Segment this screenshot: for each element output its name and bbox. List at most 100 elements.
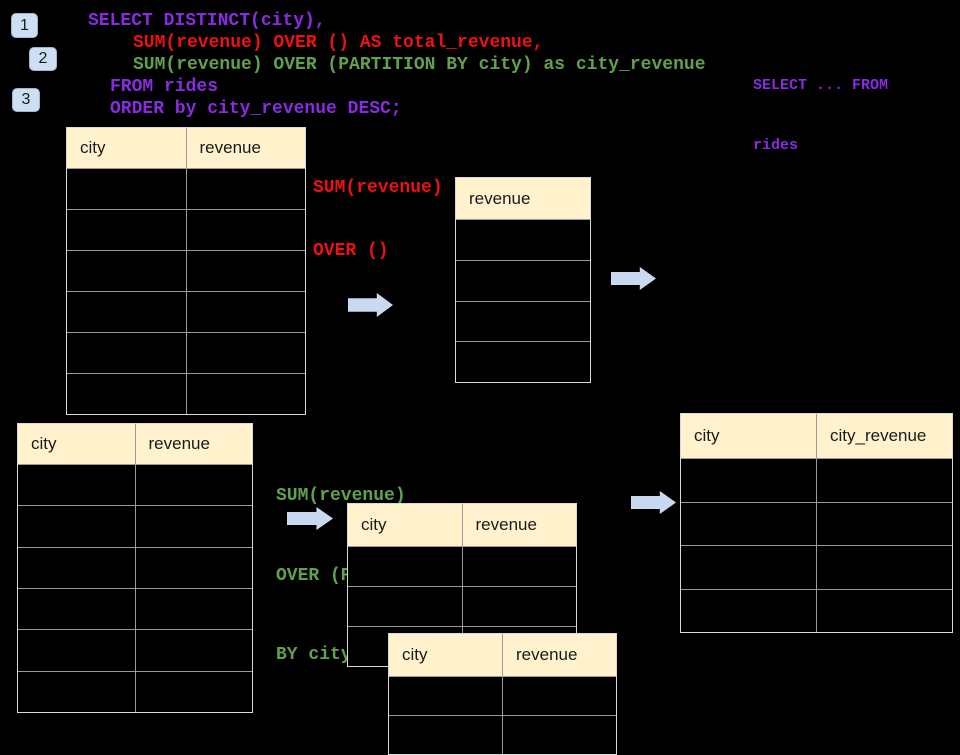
- column-header-city: city: [361, 515, 387, 534]
- step-badge-1: 1: [11, 13, 38, 38]
- table-cell: [389, 677, 502, 715]
- table-cell: [456, 261, 590, 301]
- table-header-row: city city_revenue: [681, 414, 952, 458]
- table-cell: [461, 547, 577, 586]
- table-row: [67, 332, 305, 373]
- table-cell: [681, 503, 816, 546]
- table-cell: [456, 220, 590, 260]
- table-cell: [67, 292, 186, 332]
- total-revenue-annotation-line2: OVER (): [313, 241, 389, 261]
- table-cell: [185, 251, 306, 291]
- table-cell: [134, 671, 253, 712]
- table-cell: [67, 251, 186, 291]
- table-cell: [456, 342, 590, 382]
- table-row: [681, 458, 952, 502]
- table-header-row: city revenue: [67, 128, 305, 168]
- table-header-row: revenue: [456, 178, 590, 219]
- column-header-city-revenue: city_revenue: [816, 414, 952, 458]
- table-cell: [18, 589, 135, 629]
- table-cell: [816, 589, 952, 632]
- table-row: [18, 629, 253, 671]
- table-row: [18, 587, 253, 630]
- sql-line-order-by: ORDER by city_revenue DESC;: [110, 99, 402, 119]
- table-header-row: city revenue: [18, 424, 252, 464]
- table-cell: [134, 547, 253, 588]
- table-row: [389, 676, 616, 715]
- table-cell: [18, 465, 135, 505]
- table-cell: [18, 506, 135, 546]
- table-cell: [67, 374, 186, 414]
- table-cell: [185, 210, 306, 250]
- table-row: [18, 670, 253, 712]
- from-rides-note-line1: SELECT ... FROM: [753, 77, 889, 94]
- table-row: [681, 588, 952, 633]
- arrow-right-icon: [348, 293, 393, 317]
- table-cell: [502, 677, 616, 715]
- from-rides-note: SELECT ... FROM rides: [753, 36, 888, 176]
- step-badge-3: 3: [12, 88, 40, 112]
- table-rides-top: city revenue: [66, 127, 306, 415]
- arrow-right-icon: [287, 507, 333, 530]
- column-header-city: city: [80, 138, 106, 157]
- table-cell: [185, 292, 306, 332]
- table-cell: [816, 502, 952, 545]
- total-revenue-annotation-line1: SUM(revenue): [313, 178, 443, 198]
- column-header-revenue: revenue: [461, 504, 577, 546]
- arrow-right-icon: [611, 267, 656, 290]
- arrow-right-icon: [631, 491, 676, 514]
- table-result: city city_revenue: [680, 413, 953, 633]
- table-cell: [185, 169, 306, 209]
- table-cell: [134, 465, 253, 506]
- table-row: [456, 219, 590, 260]
- table-row: [456, 259, 590, 301]
- table-total-revenue: revenue: [455, 177, 591, 383]
- table-row: [67, 209, 305, 250]
- table-cell: [18, 672, 135, 712]
- table-cell: [18, 630, 135, 670]
- table-cell: [134, 630, 253, 671]
- column-header-city: city: [402, 645, 428, 664]
- table-cell: [502, 716, 616, 754]
- table-cell: [816, 546, 952, 589]
- table-cell: [389, 716, 502, 754]
- column-header-revenue: revenue: [469, 188, 531, 208]
- table-cell: [185, 374, 306, 414]
- column-header-revenue: revenue: [134, 424, 253, 464]
- table-cell: [456, 302, 590, 342]
- table-cell: [134, 588, 253, 630]
- table-cell: [461, 587, 577, 626]
- table-rides-bottom: city revenue: [17, 423, 253, 713]
- partition-annotation-line1: SUM(revenue): [276, 486, 406, 506]
- table-cell: [816, 459, 952, 502]
- sql-line-total-revenue: SUM(revenue) OVER () AS total_revenue,: [133, 33, 544, 53]
- table-row: [18, 505, 253, 547]
- table-cell: [681, 546, 816, 589]
- column-header-revenue: revenue: [185, 128, 306, 168]
- sql-line-from: FROM rides: [110, 77, 219, 97]
- table-cell: [67, 169, 186, 209]
- table-row: [67, 373, 305, 414]
- table-cell: [348, 547, 462, 586]
- from-rides-note-line2: rides: [753, 137, 799, 154]
- table-row: [67, 291, 305, 332]
- table-cell: [134, 506, 253, 547]
- column-header-city: city: [694, 426, 720, 445]
- table-cell: [681, 459, 816, 502]
- table-row: [67, 168, 305, 209]
- table-cell: [681, 590, 816, 633]
- table-row: [456, 300, 590, 342]
- table-cell: [67, 210, 186, 250]
- table-row: [348, 546, 576, 586]
- step-badge-2: 2: [29, 47, 57, 71]
- table-row: [681, 545, 952, 589]
- column-header-revenue: revenue: [502, 634, 616, 676]
- table-row: [18, 546, 253, 588]
- sql-line-partition: SUM(revenue) OVER (PARTITION BY city) as…: [133, 55, 706, 75]
- table-header-row: city revenue: [389, 634, 616, 676]
- table-row: [456, 341, 590, 382]
- table-row: [681, 501, 952, 546]
- table-row: [389, 715, 616, 754]
- table-partition-b: city revenue: [388, 633, 617, 755]
- slide-canvas: { "steps": [ {"label": "1"}, {"label": "…: [11, 11, 953, 755]
- table-cell: [185, 333, 306, 373]
